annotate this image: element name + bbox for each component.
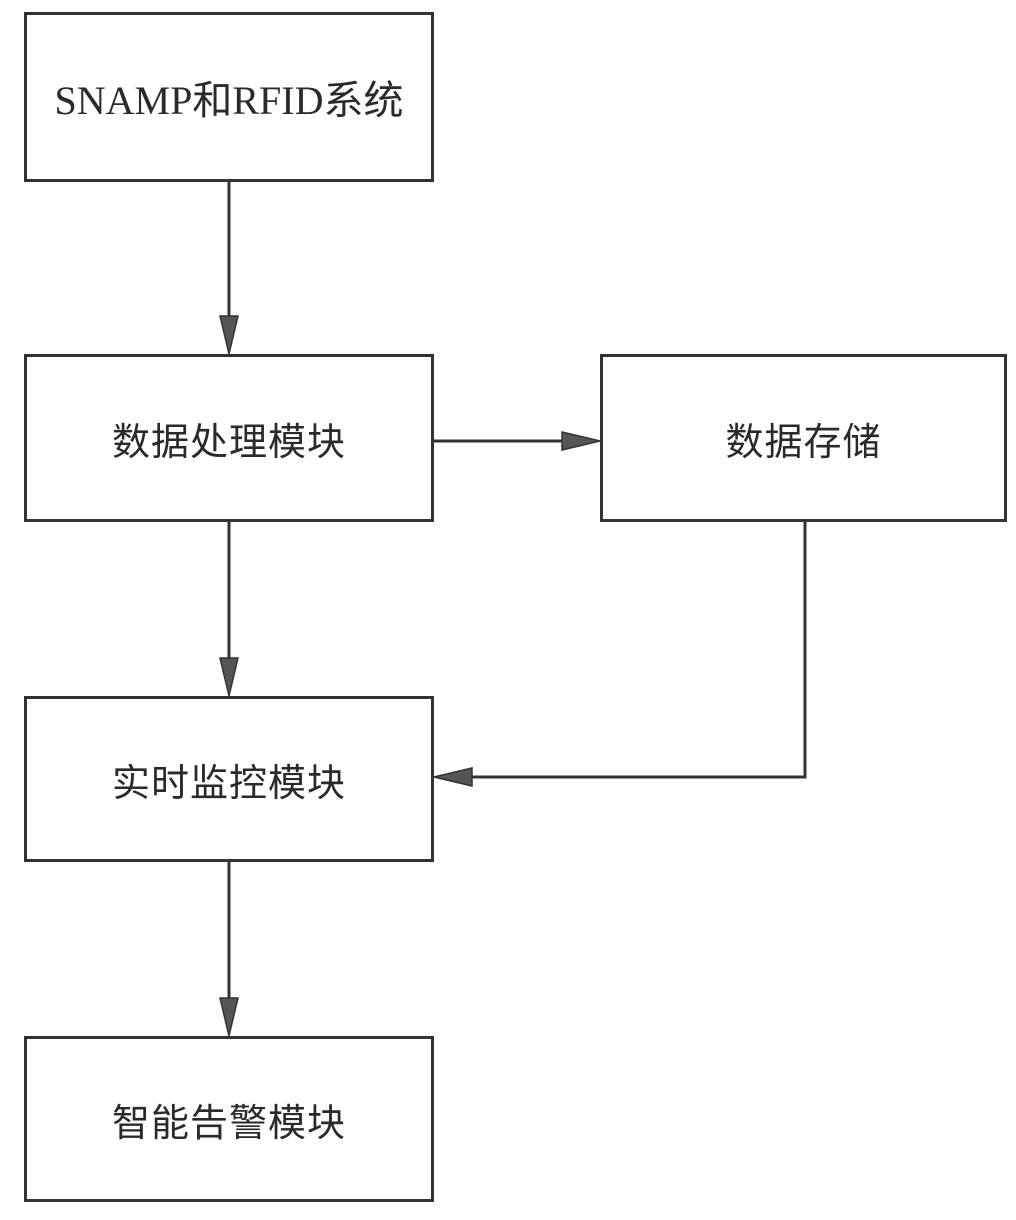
node-data-processing-module: 数据处理模块 (24, 354, 434, 522)
node-label: 数据存储 (725, 419, 882, 464)
node-label: 数据处理模块 (111, 419, 346, 464)
node-realtime-monitoring-module: 实时监控模块 (24, 696, 434, 862)
arrow-storage-to-monitor (433, 522, 807, 787)
arrow-monitor-to-alarm (219, 862, 239, 1037)
node-label: SNAMP和RFID系统 (54, 78, 404, 123)
node-snamp-rfid-system: SNAMP和RFID系统 (24, 12, 434, 182)
arrow-process-to-storage (434, 431, 601, 451)
node-data-storage: 数据存储 (600, 354, 1007, 522)
node-label: 实时监控模块 (111, 760, 346, 805)
node-label: 智能告警模块 (111, 1100, 346, 1145)
arrow-source-to-process (219, 182, 239, 355)
arrow-process-to-monitor (219, 522, 239, 697)
node-intelligent-alarm-module: 智能告警模块 (24, 1036, 434, 1202)
